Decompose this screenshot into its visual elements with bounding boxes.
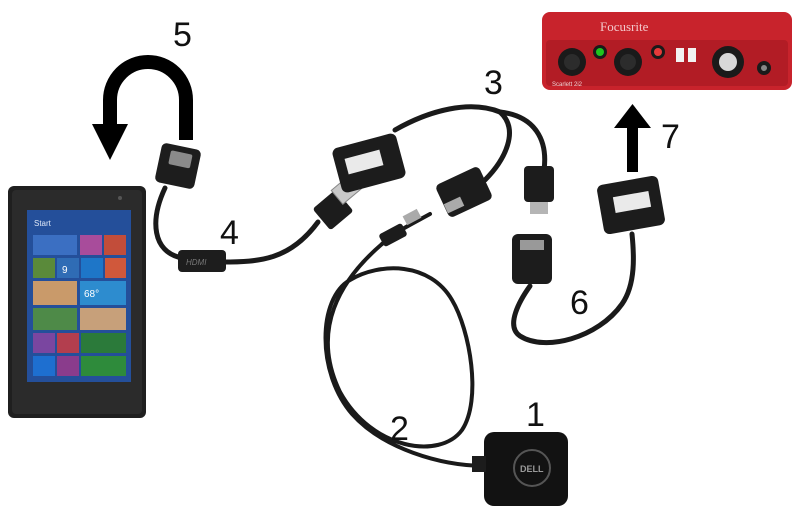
micro-usb-female-connector (436, 167, 492, 217)
step-label-4: 4 (220, 214, 239, 252)
charger-brand: DELL (520, 464, 544, 474)
usb-a-female-connector-6 (597, 175, 665, 235)
tablet-device (8, 186, 146, 418)
y-splitter-cable (392, 104, 548, 183)
focusrite-audio-interface (542, 12, 792, 90)
u-turn-arrow-icon (92, 55, 193, 160)
micro-usb-charger-plug (379, 208, 422, 247)
otg-cable (153, 185, 321, 265)
hdmi-marked-ferrite: HDMI (178, 250, 226, 272)
ferrite-marking: HDMI (186, 258, 207, 267)
step-label-6: 6 (570, 284, 589, 322)
interface-model: Scarlett 2i2 (552, 82, 583, 88)
step-label-7: 7 (661, 118, 680, 156)
tablet-date: 9 (62, 265, 68, 276)
tablet-start-label: Start (34, 219, 52, 228)
micro-usb-female-connector-6 (512, 234, 552, 284)
step-label-3: 3 (484, 64, 503, 102)
dell-charger (472, 432, 568, 506)
up-arrow-icon (614, 104, 651, 172)
usb-a-female-connector (332, 133, 406, 193)
micro-usb-male-plug-right (524, 166, 554, 214)
interface-brand-top: Focusrite (600, 19, 649, 34)
step-label-2: 2 (390, 410, 409, 448)
usb-otg-cable-6 (511, 231, 636, 346)
micro-usb-plug-left (155, 143, 201, 189)
step-label-1: 1 (526, 396, 545, 434)
step-label-5: 5 (173, 16, 192, 54)
tablet-temperature: 68° (84, 289, 99, 300)
